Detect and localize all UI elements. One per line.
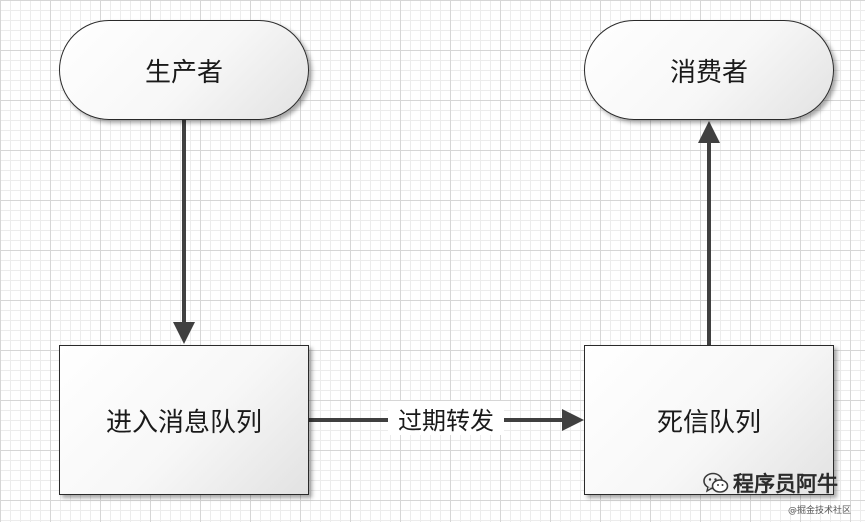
- watermark: 程序员阿牛: [703, 468, 838, 498]
- arrowhead-dlq-to-consumer: [698, 121, 720, 143]
- expiry-forward-label: 过期转发: [388, 401, 504, 435]
- watermark-credit: @掘金技术社区: [788, 506, 852, 516]
- arrowhead-producer-to-queue: [173, 322, 195, 344]
- consumer-label: 消费者: [669, 57, 748, 88]
- message-queue-label: 进入消息队列: [105, 407, 262, 438]
- consumer-node: 消费者: [584, 20, 834, 120]
- wechat-icon: [703, 470, 729, 496]
- watermark-text: 程序员阿牛: [733, 472, 838, 496]
- arrowhead-queue-to-dlq: [562, 409, 584, 431]
- producer-label: 生产者: [144, 57, 223, 88]
- dead-letter-queue-node: 死信队列: [584, 345, 834, 495]
- producer-node: 生产者: [59, 20, 309, 120]
- dead-letter-queue-label: 死信队列: [656, 407, 761, 438]
- message-queue-node: 进入消息队列: [59, 345, 309, 495]
